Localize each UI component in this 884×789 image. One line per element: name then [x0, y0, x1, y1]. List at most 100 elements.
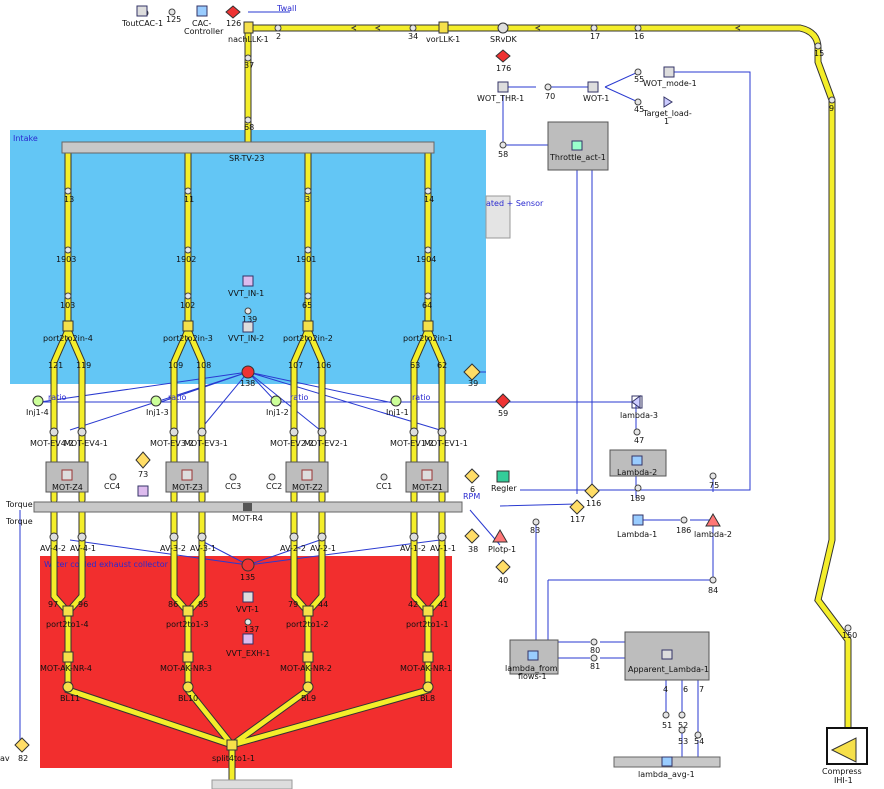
svg-text:80: 80 — [590, 646, 600, 655]
svg-text:68: 68 — [244, 123, 254, 132]
svg-text:WOT_THR-1: WOT_THR-1 — [477, 94, 524, 103]
svg-text:BL10: BL10 — [178, 694, 198, 703]
svg-text:port2to1-3: port2to1-3 — [166, 620, 209, 629]
node-176-icon — [495, 49, 511, 63]
svg-text:45: 45 — [634, 105, 644, 114]
injector-label-4: Inj1-4 — [26, 408, 49, 417]
svg-text:1904: 1904 — [416, 255, 436, 264]
svg-text:Regler: Regler — [491, 484, 517, 493]
svg-text:AV-2-2: AV-2-2 — [280, 544, 306, 553]
svg-text:97: 97 — [48, 600, 58, 609]
svg-text:55: 55 — [634, 75, 644, 84]
exhaust-runner-1: 42 41 port2to1-1 MOT-AK-NR-1 BL8 — [400, 600, 452, 703]
node-116-icon — [584, 483, 600, 499]
vorllk-icon[interactable] — [438, 21, 449, 34]
svg-text:4: 4 — [663, 685, 668, 694]
svg-text:Lambda-1: Lambda-1 — [617, 530, 657, 539]
svg-text:117: 117 — [570, 515, 585, 524]
intake-runner-3: 11 1902 102 port2to2in-3 109 108 — [163, 187, 213, 370]
node-138-icon[interactable] — [241, 365, 255, 379]
intake-plenum-bar[interactable] — [61, 141, 435, 154]
svg-text:MOT-Z1: MOT-Z1 — [412, 483, 443, 492]
intake-runner-4: 13 1903 103 port2to2in-4 121 119 — [43, 187, 93, 370]
vvt-in2-icon[interactable] — [242, 321, 254, 333]
injector-label-1: Inj1-1 — [386, 408, 409, 417]
toutcac-label: ToutCAC-1 — [121, 19, 163, 28]
intake-runner-1: 14 1904 64 port2to2in-1 63 62 — [403, 187, 453, 370]
svg-text:15: 15 — [814, 49, 824, 58]
svg-text:1901: 1901 — [296, 255, 316, 264]
svg-text:SRvDK: SRvDK — [490, 35, 518, 44]
cac-controller-icon[interactable] — [196, 5, 208, 17]
svg-text:lambda_from: lambda_from — [505, 664, 558, 673]
wot-mode-icon[interactable] — [663, 66, 675, 78]
svg-text:MOT-EV4-1: MOT-EV4-1 — [64, 439, 108, 448]
svg-text:106: 106 — [316, 361, 331, 370]
lambda-1-icon[interactable] — [632, 514, 644, 526]
node-117-icon — [569, 499, 585, 515]
intake-runner-nodes: 13 1903 103 port2to2in-4 121 119 11 1902… — [43, 187, 453, 370]
svg-text:ratio: ratio — [48, 393, 67, 402]
node-6-icon — [464, 468, 480, 484]
regler-icon[interactable] — [496, 470, 510, 483]
svg-text:75: 75 — [709, 481, 719, 490]
cylinder-3[interactable] — [165, 461, 209, 493]
svg-text:52: 52 — [678, 721, 688, 730]
svg-text:MOT-EV1-2: MOT-EV1-2 — [390, 439, 434, 448]
svg-text:MOT-EV2-1: MOT-EV2-1 — [304, 439, 348, 448]
svg-text:port2to2in-4: port2to2in-4 — [43, 334, 93, 343]
svg-text:96: 96 — [78, 600, 88, 609]
node-135-icon[interactable] — [241, 558, 255, 572]
nachllk-label: nachLLK-1 — [228, 35, 269, 44]
svg-text:59: 59 — [498, 409, 508, 418]
svg-text:54: 54 — [694, 737, 704, 746]
signal-wires — [19, 71, 751, 760]
vvt-1-icon[interactable] — [242, 591, 254, 603]
torque-label-1: Torque — [5, 500, 33, 509]
svg-text:split4to1-1: split4to1-1 — [212, 754, 255, 763]
svg-text:Plotp-1: Plotp-1 — [488, 545, 516, 554]
svg-text:MOT-AK-NR-4: MOT-AK-NR-4 — [40, 664, 92, 673]
vvt-exh-icon[interactable] — [242, 633, 254, 645]
toutcac-icon[interactable] — [136, 5, 148, 17]
wot-thr-icon[interactable] — [497, 81, 509, 93]
svg-text:139: 139 — [242, 315, 257, 324]
svg-text:14: 14 — [424, 195, 434, 204]
svg-text:85: 85 — [198, 600, 208, 609]
wot-icon[interactable] — [587, 81, 599, 93]
cylinder-4[interactable] — [45, 461, 89, 493]
svg-text:102: 102 — [180, 301, 195, 310]
split-icon[interactable] — [226, 739, 238, 751]
svg-text:port2to2in-2: port2to2in-2 — [283, 334, 333, 343]
lambda-3-icon — [631, 395, 641, 409]
vvt-in1-icon[interactable] — [242, 275, 254, 287]
target-load-icon — [663, 96, 673, 108]
svg-text:119: 119 — [76, 361, 91, 370]
svg-text:1902: 1902 — [176, 255, 196, 264]
mot-r4-icon[interactable] — [243, 503, 252, 511]
svg-text:VVT_IN-1: VVT_IN-1 — [228, 289, 264, 298]
exhaust-region-label: Water cooled exhaust collector — [44, 560, 169, 569]
svg-text:Compress: Compress — [822, 767, 862, 776]
svg-text:138: 138 — [240, 379, 255, 388]
svg-text:62: 62 — [437, 361, 447, 370]
svg-text:MOT-EV4-2: MOT-EV4-2 — [30, 439, 74, 448]
throttle-section: 176 WOT_THR-1 70 WOT-1 55 45 WOT_mode-1 … — [477, 49, 697, 171]
svg-text:CC2: CC2 — [266, 482, 282, 491]
svg-text:116: 116 — [586, 499, 601, 508]
node-126-icon — [225, 5, 241, 19]
svg-text:Lambda-2: Lambda-2 — [617, 468, 657, 477]
svg-text:MOT-Z3: MOT-Z3 — [172, 483, 203, 492]
svg-text:3: 3 — [305, 195, 310, 204]
svg-text:vorLLK-1: vorLLK-1 — [426, 35, 460, 44]
svg-text:ratio: ratio — [290, 393, 309, 402]
svg-text:9: 9 — [829, 104, 834, 113]
nachllk-icon[interactable] — [243, 21, 254, 34]
srdk-icon[interactable] — [497, 22, 509, 34]
cylinders: MOT-Z4 CC4 MOT-Z3 CC3 MOT-Z2 CC2 MOT-Z1 … — [45, 461, 449, 493]
svg-text:VVT_IN-2: VVT_IN-2 — [228, 334, 264, 343]
svg-text:MOT-Z4: MOT-Z4 — [52, 483, 83, 492]
svg-text:WOT-1: WOT-1 — [583, 94, 609, 103]
svg-text:MOT-AK-NR-2: MOT-AK-NR-2 — [280, 664, 332, 673]
